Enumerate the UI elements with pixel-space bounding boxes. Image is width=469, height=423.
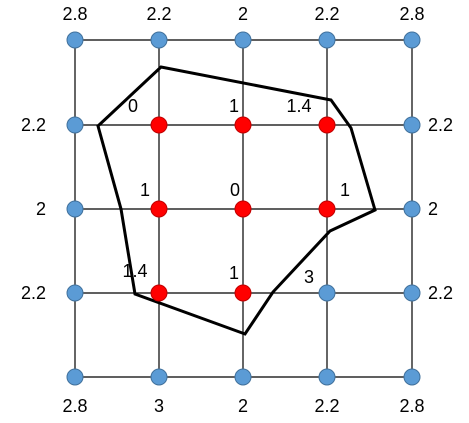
boundary-node [318,368,336,386]
interior-value-label: 1.4 [286,96,311,116]
boundary-node [150,31,168,49]
top-value-label: 2.8 [62,4,87,24]
left-value-label: 2.2 [21,115,46,135]
interior-node [150,116,168,134]
boundary-node [66,31,84,49]
top-value-label: 2.2 [146,4,171,24]
interior-node [234,284,252,302]
top-value-label: 2.2 [314,4,339,24]
value-labels: 2.8 2.2 2 2.2 2.8 2.8 3 2 2.2 2.8 2.2 2 2.2 2.2 2 2.2 0 1… [21,4,453,416]
right-value-label: 2.2 [428,283,453,303]
bottom-value-label: 3 [154,396,164,416]
interior-node [318,116,336,134]
top-value-label: 2 [238,4,248,24]
boundary-node [403,31,421,49]
boundary-node [403,284,421,302]
boundary-node [318,31,336,49]
interior-node [150,284,168,302]
boundary-node [403,200,421,218]
interior-node [234,200,252,218]
boundary-node [234,31,252,49]
bottom-value-label: 2.2 [314,396,339,416]
right-value-label: 2 [428,199,438,219]
boundary-node [403,368,421,386]
interior-value-label: 3 [304,267,314,287]
interior-value-label: 1.4 [122,261,147,281]
bottom-value-label: 2.8 [62,396,87,416]
top-value-label: 2.8 [399,4,424,24]
interior-value-label: 0 [230,180,240,200]
left-value-label: 2.2 [21,283,46,303]
interior-value-label: 0 [128,96,138,116]
interior-value-label: 1 [140,180,150,200]
interior-value-label: 1 [229,96,239,116]
grid-nodes [66,31,421,386]
bottom-value-label: 2.8 [399,396,424,416]
interior-node [318,200,336,218]
boundary-node [234,368,252,386]
boundary-node [66,368,84,386]
boundary-node [66,200,84,218]
bottom-value-label: 2 [238,396,248,416]
boundary-node [403,116,421,134]
right-value-label: 2.2 [428,115,453,135]
interior-value-label: 1 [229,263,239,283]
interior-node [234,116,252,134]
boundary-node [66,284,84,302]
left-value-label: 2 [36,199,46,219]
interior-value-label: 1 [340,180,350,200]
boundary-node [318,284,336,302]
boundary-node [150,368,168,386]
boundary-polygon [96,65,377,336]
boundary-node [66,116,84,134]
interior-node [150,200,168,218]
